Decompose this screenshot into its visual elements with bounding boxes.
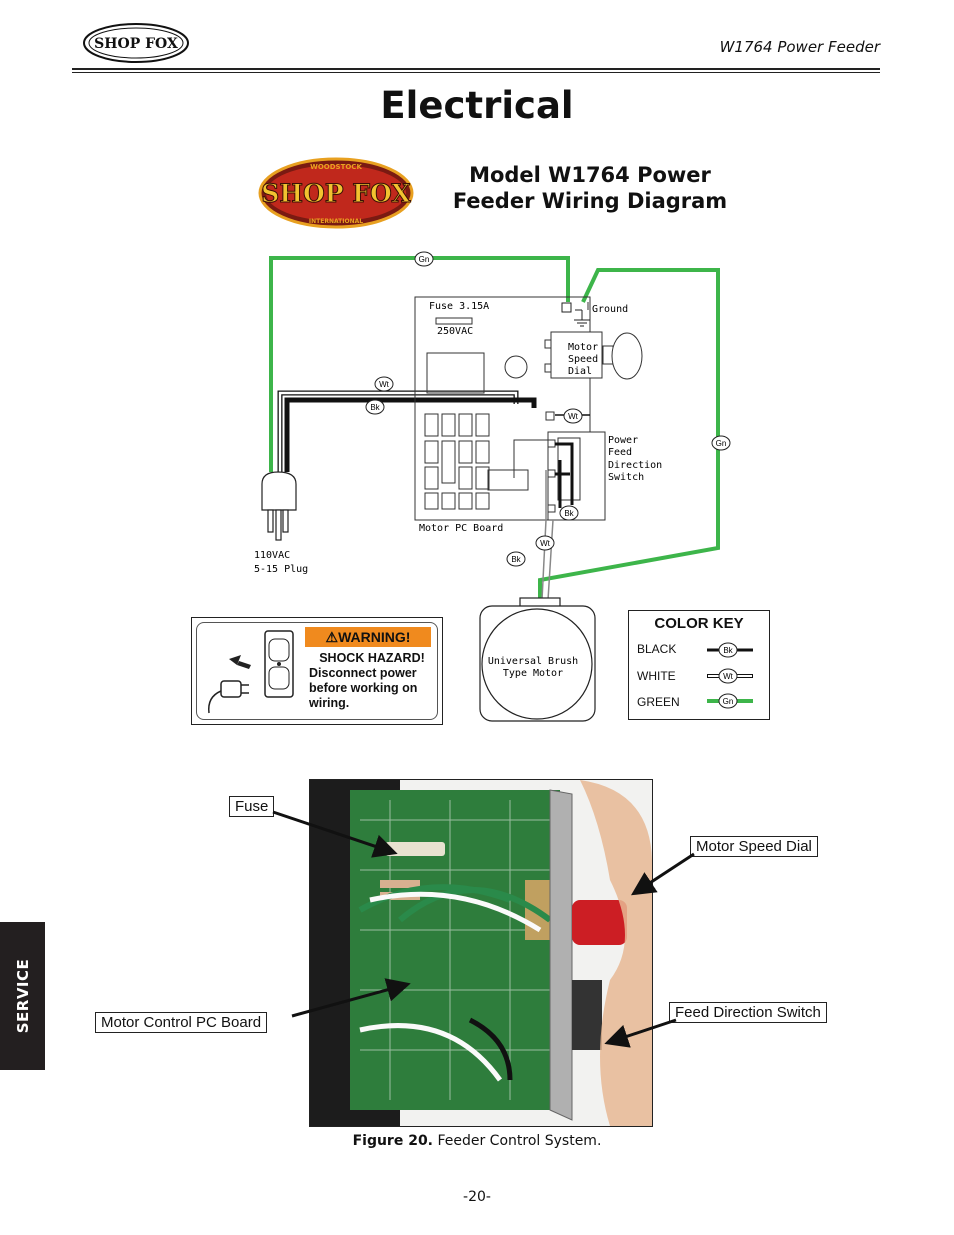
pc-board-components <box>424 302 589 510</box>
wire-tag-wt: Wt <box>535 535 555 551</box>
wire-tag-wt: Wt <box>374 376 394 392</box>
direction-switch-label: Direction <box>608 460 662 471</box>
color-key-swatches: Bk Wt Gn <box>707 642 753 709</box>
wiring-diagram-title-line: Feeder Wiring Diagram <box>452 189 728 213</box>
shop-fox-logo-large: WOODSTOCK SHOP FOX INTERNATIONAL <box>258 157 414 229</box>
warning-line: before working on <box>309 681 418 695</box>
svg-text:Wt: Wt <box>379 380 390 389</box>
warning-header-text: WARNING! <box>338 629 411 645</box>
svg-text:Gn: Gn <box>419 255 430 264</box>
svg-text:Bk: Bk <box>370 403 380 412</box>
shock-hazard-warning: ⚠WARNING! SHOCK HAZARD! Disconnect power… <box>191 617 443 725</box>
wire-tag-wt: Wt <box>563 408 583 424</box>
color-key-label: GREEN <box>637 695 680 709</box>
callout-feed-direction-switch: Feed Direction Switch <box>669 1002 827 1023</box>
color-key-tag: Bk <box>718 642 738 658</box>
wire-tag-bk: Bk <box>559 505 579 521</box>
callout-motor-speed-dial: Motor Speed Dial <box>690 836 818 857</box>
warning-line: wiring. <box>309 696 350 710</box>
power-feed-direction-switch <box>545 411 606 521</box>
power-plug <box>261 471 297 541</box>
svg-text:Gn: Gn <box>723 697 734 706</box>
warning-text: SHOCK HAZARD! Disconnect power before wo… <box>309 651 435 711</box>
svg-text:SHOP FOX: SHOP FOX <box>261 179 411 208</box>
pc-board-label: Motor PC Board <box>419 523 503 534</box>
header-rule <box>72 68 880 70</box>
line-cord <box>277 390 537 472</box>
warning-triangle-icon: ⚠ <box>325 629 339 645</box>
universal-brush-motor <box>479 597 596 722</box>
motor-speed-dial-label: Dial <box>568 366 592 377</box>
color-key-tag: Gn <box>718 693 738 709</box>
section-tab: SERVICE <box>0 922 45 1070</box>
color-key: COLOR KEY BLACK WHITE GREEN Bk Wt Gn <box>628 610 770 720</box>
svg-text:Bk: Bk <box>564 509 574 518</box>
motor-label: Type Motor <box>503 668 563 679</box>
motor-speed-dial <box>544 331 643 380</box>
wire-tag-gn: Gn <box>414 251 434 267</box>
motor-label: Universal Brush <box>488 656 578 667</box>
color-key-title: COLOR KEY <box>654 615 744 632</box>
motor-speed-dial-label: Motor <box>568 342 598 353</box>
color-key-label: WHITE <box>637 669 676 683</box>
plug-label: 5-15 Plug <box>254 564 308 575</box>
svg-text:INTERNATIONAL: INTERNATIONAL <box>309 218 363 225</box>
svg-text:Gn: Gn <box>716 439 727 448</box>
wire-tag-gn: Gn <box>711 435 731 451</box>
shop-fox-logo-small: SHOP FOX <box>83 23 189 63</box>
warning-line: SHOCK HAZARD! <box>319 651 425 665</box>
svg-text:Wt: Wt <box>723 672 734 681</box>
header-rule <box>72 72 880 73</box>
green-wire <box>269 256 720 600</box>
figure-label: Figure 20. <box>352 1133 434 1149</box>
direction-switch-label: Switch <box>608 472 644 483</box>
plug-label: 110VAC <box>254 550 290 561</box>
section-tab-label: SERVICE <box>13 958 32 1034</box>
warning-line: Disconnect power <box>309 666 417 680</box>
callout-fuse: Fuse <box>229 796 275 817</box>
svg-text:Bk: Bk <box>511 555 521 564</box>
ground-label: Ground <box>592 304 628 315</box>
motor-pc-board <box>414 296 591 521</box>
motor-speed-dial-label: Speed <box>568 354 598 365</box>
wiring-diagram: Fuse 3.15A 250VAC Ground Motor Speed Dia… <box>254 251 731 722</box>
direction-switch-label: Power <box>608 435 638 446</box>
color-key-label: BLACK <box>637 642 677 656</box>
page-title: Electrical <box>380 84 574 127</box>
wiring-diagram-title: Model W1764 Power Feeder Wiring Diagram <box>430 162 750 214</box>
color-key-tag: Wt <box>718 668 738 684</box>
page-number: -20- <box>463 1189 491 1205</box>
figure-text: Feeder Control System. <box>433 1133 602 1149</box>
feeder-control-photo <box>309 779 653 1127</box>
direction-switch-label: Feed <box>608 447 632 458</box>
svg-text:Bk: Bk <box>723 646 733 655</box>
fuse-voltage-label: 250VAC <box>437 326 473 337</box>
svg-text:SHOP FOX: SHOP FOX <box>94 36 178 52</box>
svg-text:Wt: Wt <box>540 539 551 548</box>
callout-pc-board: Motor Control PC Board <box>95 1012 268 1033</box>
unplug-icon <box>208 630 294 714</box>
svg-text:Wt: Wt <box>568 412 579 421</box>
wiring-diagram-title-line: Model W1764 Power <box>469 163 711 187</box>
wire-tag-bk: Bk <box>506 551 526 567</box>
warning-header: ⚠WARNING! <box>305 627 431 647</box>
warning-frame: ⚠WARNING! SHOCK HAZARD! Disconnect power… <box>196 622 438 720</box>
fuse-label: Fuse 3.15A <box>429 301 489 312</box>
ground-symbol <box>561 302 590 327</box>
svg-text:WOODSTOCK: WOODSTOCK <box>310 163 362 171</box>
figure-caption: Figure 20. Feeder Control System. <box>0 1133 954 1149</box>
model-title: W1764 Power Feeder <box>719 38 880 56</box>
wire-tag-bk: Bk <box>365 399 385 415</box>
